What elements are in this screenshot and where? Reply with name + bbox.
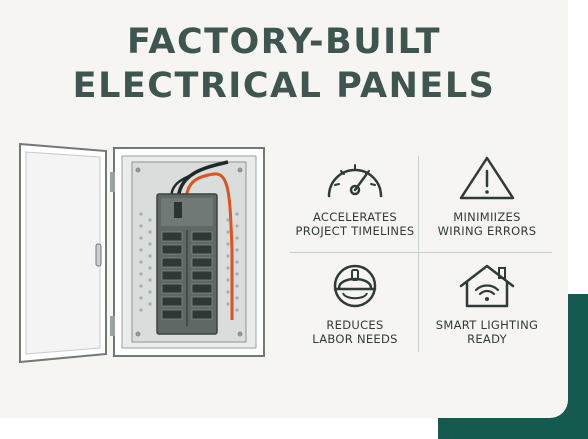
grid-divider-vertical bbox=[418, 156, 419, 352]
grid-divider-horizontal bbox=[290, 252, 552, 253]
feature-accelerates-timelines: ACCELERATES PROJECT TIMELINES bbox=[290, 154, 420, 238]
warning-triangle-icon bbox=[459, 156, 515, 200]
feature-label: REDUCES LABOR NEEDS bbox=[312, 318, 398, 346]
feature-minimizes-errors: MINIMIIZES WIRING ERRORS bbox=[422, 154, 552, 238]
hard-hat-icon bbox=[333, 264, 377, 308]
feature-label: SMART LIGHTING READY bbox=[435, 318, 539, 346]
title-line-1: FACTORY-BUILT bbox=[126, 22, 442, 62]
feature-reduces-labor: REDUCES LABOR NEEDS bbox=[290, 262, 420, 346]
speedometer-icon bbox=[327, 164, 383, 198]
features-grid: ACCELERATES PROJECT TIMELINES MINIMIIZES… bbox=[290, 152, 552, 358]
feature-smart-lighting: SMART LIGHTING READY bbox=[422, 262, 552, 346]
page-title: FACTORY-BUILT ELECTRICAL PANELS bbox=[0, 20, 568, 108]
electrical-panel-illustration bbox=[19, 142, 265, 364]
feature-label: MINIMIIZES WIRING ERRORS bbox=[437, 210, 537, 238]
feature-label: ACCELERATES PROJECT TIMELINES bbox=[295, 210, 415, 238]
smart-home-wifi-icon bbox=[459, 264, 515, 308]
title-line-2: ELECTRICAL PANELS bbox=[72, 66, 496, 106]
feature-card: FACTORY-BUILT ELECTRICAL PANELS bbox=[0, 0, 568, 418]
orange-wire bbox=[184, 172, 234, 320]
